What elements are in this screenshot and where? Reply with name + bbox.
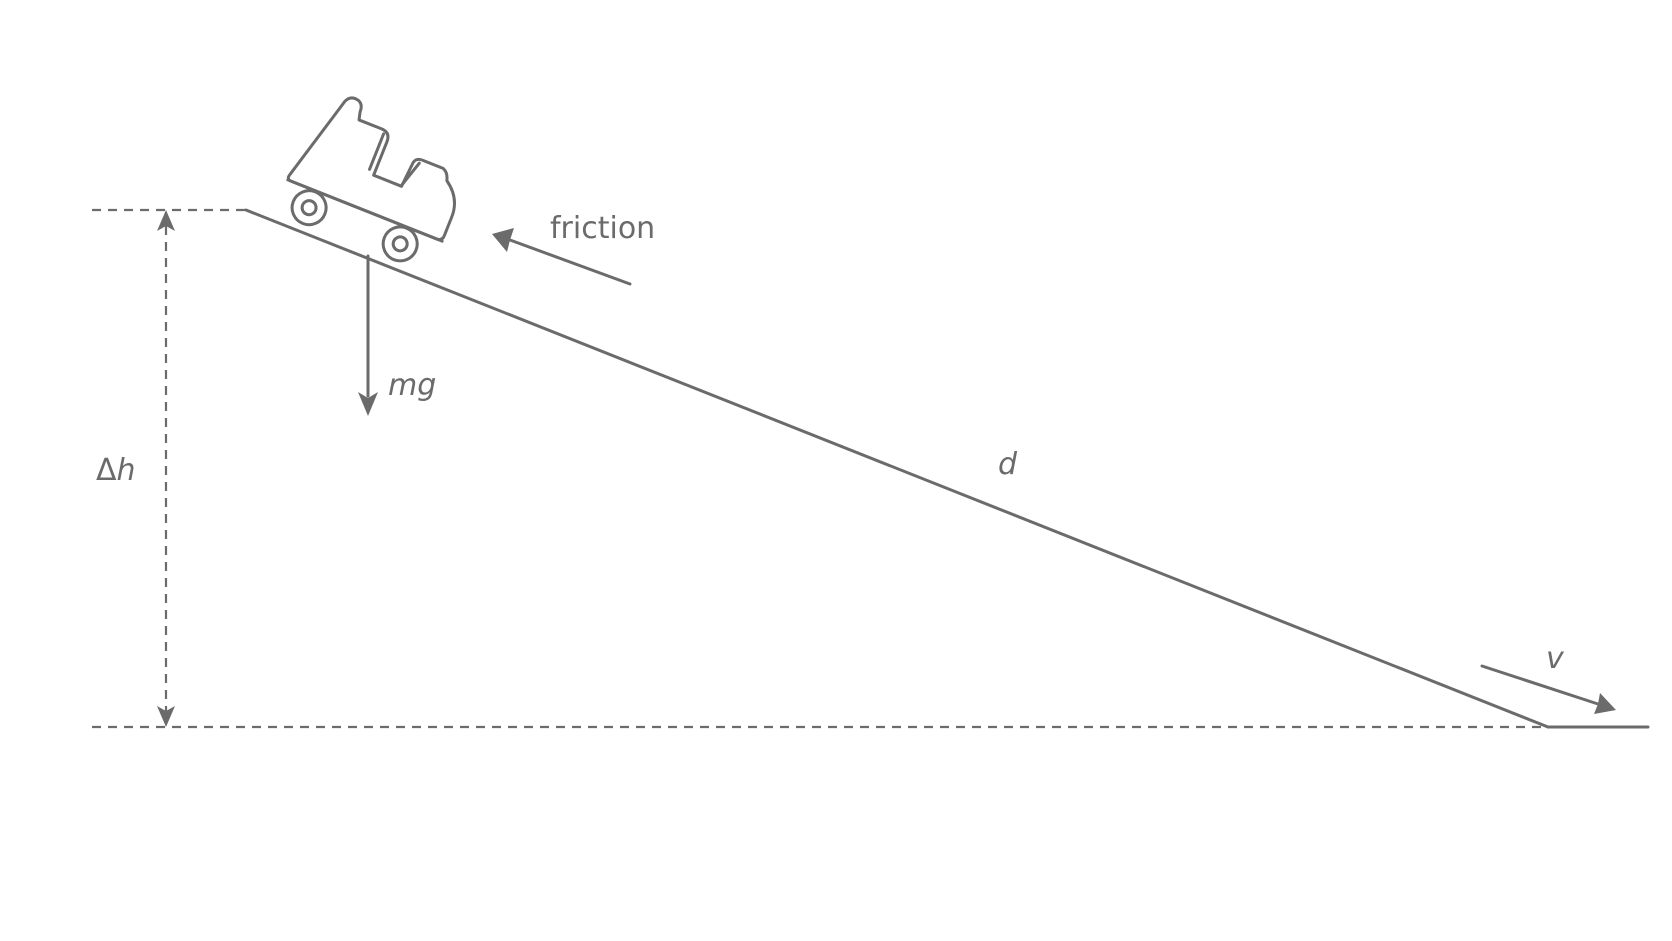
cart-wheel-rear-hub <box>391 235 409 253</box>
friction-arrow-shaft <box>508 238 632 286</box>
friction-arrow-head <box>492 228 514 252</box>
height-arrow-top <box>157 210 175 231</box>
friction-force-arrow <box>492 228 632 286</box>
velocity-arrow-head <box>1594 693 1616 714</box>
coaster-cart <box>286 96 457 263</box>
cart-wheel-front-hub <box>300 199 318 217</box>
weight-force-arrow <box>358 254 378 416</box>
height-variable: h <box>117 453 136 488</box>
distance-label: d <box>998 447 1018 482</box>
height-arrow-bottom <box>157 706 175 727</box>
height-label: Δh <box>96 453 136 488</box>
height-dimension <box>157 210 175 727</box>
friction-label: friction <box>550 211 655 246</box>
velocity-label: v <box>1546 641 1565 676</box>
cart-seat-detail <box>368 132 421 186</box>
weight-label: mg <box>388 368 436 403</box>
velocity-arrow <box>1480 664 1616 714</box>
weight-arrow-head <box>358 392 378 416</box>
velocity-arrow-shaft <box>1480 664 1600 706</box>
incline-track <box>244 208 1550 729</box>
height-delta-symbol: Δ <box>96 453 117 488</box>
